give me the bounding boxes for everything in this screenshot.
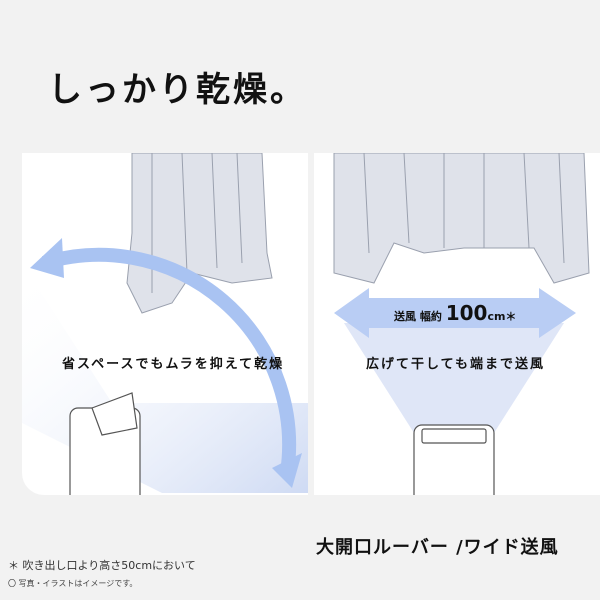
compact-drying-illustration xyxy=(22,153,308,495)
footnote: ＊ 吹き出し口より高さ50cmにおいて xyxy=(8,559,196,572)
disclaimer: 〇 写真・イラストはイメージです。 xyxy=(8,579,138,588)
left-illustration-panel: 省スペースでもムラを抑えて乾燥 xyxy=(22,153,308,495)
feature-title: 大開口ルーバー /ワイド送風 xyxy=(316,537,559,558)
right-illustration-panel: 送風 幅約 100cm＊ 広げて干しても端まで送風 xyxy=(314,153,600,495)
dehumidifier-unit xyxy=(69,392,141,495)
right-caption: 広げて干しても端まで送風 xyxy=(366,357,545,372)
width-prefix: 送風 幅約 xyxy=(394,310,442,323)
arrow-head-left xyxy=(30,238,64,278)
arrow-head-right xyxy=(272,453,302,488)
airflow-beam xyxy=(344,323,564,433)
airflow-arc xyxy=(41,247,297,475)
width-value: 100 xyxy=(445,301,488,325)
airflow-width-label: 送風 幅約 100cm＊ xyxy=(394,301,516,325)
headline: しっかり乾燥。 xyxy=(48,70,307,110)
width-unit: cm＊ xyxy=(487,310,517,323)
wide-airflow-illustration xyxy=(333,153,590,495)
wide-airflow-arrow xyxy=(334,288,576,338)
hanging-clothes xyxy=(333,153,590,284)
dehumidifier-unit xyxy=(413,424,495,495)
left-caption: 省スペースでもムラを抑えて乾燥 xyxy=(62,357,285,372)
